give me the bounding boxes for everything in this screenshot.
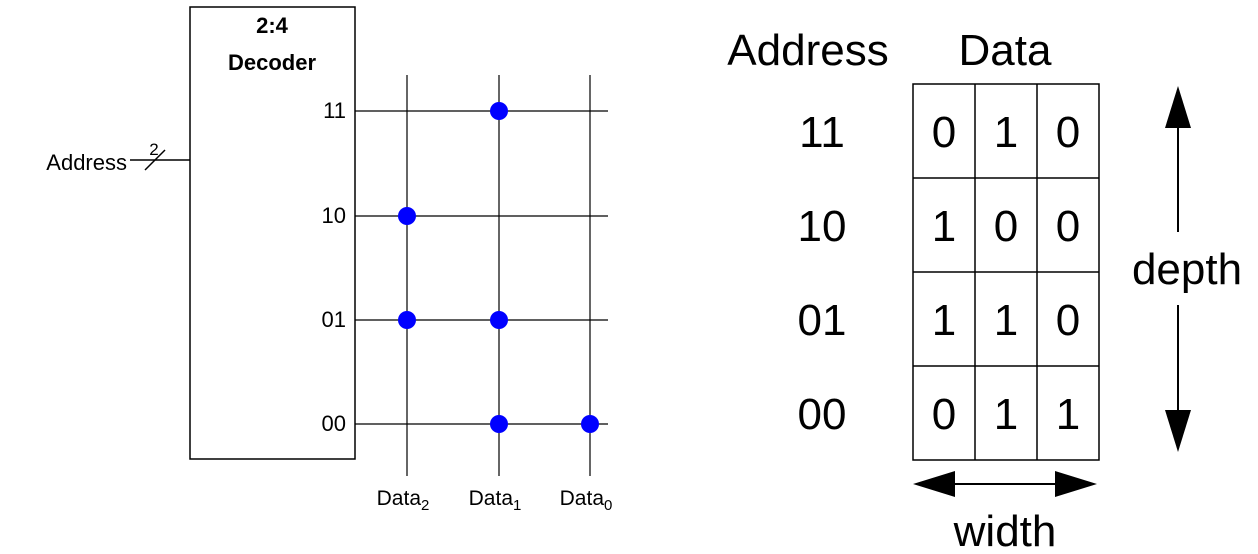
- table-bit-cell: 0: [932, 108, 956, 157]
- depth-label: depth: [1132, 245, 1242, 294]
- table-bit-cell: 0: [994, 202, 1018, 251]
- depth-arrowhead-up: [1165, 86, 1191, 128]
- decoder: 2:4 Decoder Address 2: [46, 6, 356, 460]
- table-address-cell: 11: [799, 108, 845, 157]
- width-arrowhead-right: [1055, 471, 1097, 497]
- bit-dot: [490, 415, 508, 433]
- table-bit-cell: 0: [1056, 296, 1080, 345]
- table-address-cell: 10: [798, 202, 847, 251]
- decoder-title-line2: Decoder: [228, 50, 316, 75]
- width-label: width: [953, 507, 1057, 554]
- table-bit-cell: 0: [1056, 202, 1080, 251]
- table-bit-cell: 1: [994, 296, 1018, 345]
- column-label-subscript: 0: [604, 497, 612, 514]
- decoder-output-label: 10: [322, 203, 346, 228]
- column-label-base: Data: [560, 487, 605, 510]
- width-arrowhead-left: [913, 471, 955, 497]
- table-address-cell: 00: [798, 390, 847, 439]
- column-label-data0: Data0: [560, 487, 613, 514]
- bit-dot: [398, 311, 416, 329]
- column-label-data1: Data1: [469, 487, 522, 514]
- bus-slash: [144, 149, 166, 171]
- column-label-base: Data: [469, 487, 514, 510]
- table-bit-cell: 1: [932, 296, 956, 345]
- column-label-data2: Data2: [377, 487, 430, 514]
- bus-width-label: 2: [149, 140, 158, 159]
- table-bit-cell: 1: [932, 202, 956, 251]
- table-bit-cell: 1: [994, 390, 1018, 439]
- table-bit-cell: 1: [1056, 390, 1080, 439]
- depth-dimension: depth: [1132, 86, 1242, 452]
- decoder-output-label: 11: [323, 98, 346, 123]
- column-label-subscript: 1: [513, 497, 521, 514]
- table-bit-cell: 1: [994, 108, 1018, 157]
- decoder-title-line1: 2:4: [256, 13, 289, 38]
- address-input-label: Address: [46, 150, 127, 175]
- depth-arrowhead-down: [1165, 410, 1191, 452]
- bit-dot: [490, 311, 508, 329]
- table-bit-cell: 0: [932, 390, 956, 439]
- data-header: Data: [959, 26, 1052, 75]
- decoder-output-label: 00: [322, 411, 346, 436]
- bit-dot: [490, 102, 508, 120]
- address-header: Address: [727, 26, 888, 75]
- decoder-box: [189, 6, 356, 460]
- width-dimension: width: [913, 471, 1097, 554]
- table-bit-cell: 0: [1056, 108, 1080, 157]
- bit-dot: [581, 415, 599, 433]
- column-label-base: Data: [377, 487, 422, 510]
- bit-dot: [398, 207, 416, 225]
- column-label-subscript: 2: [421, 497, 429, 514]
- decoder-output-label: 01: [322, 307, 346, 332]
- table-address-cell: 01: [798, 296, 847, 345]
